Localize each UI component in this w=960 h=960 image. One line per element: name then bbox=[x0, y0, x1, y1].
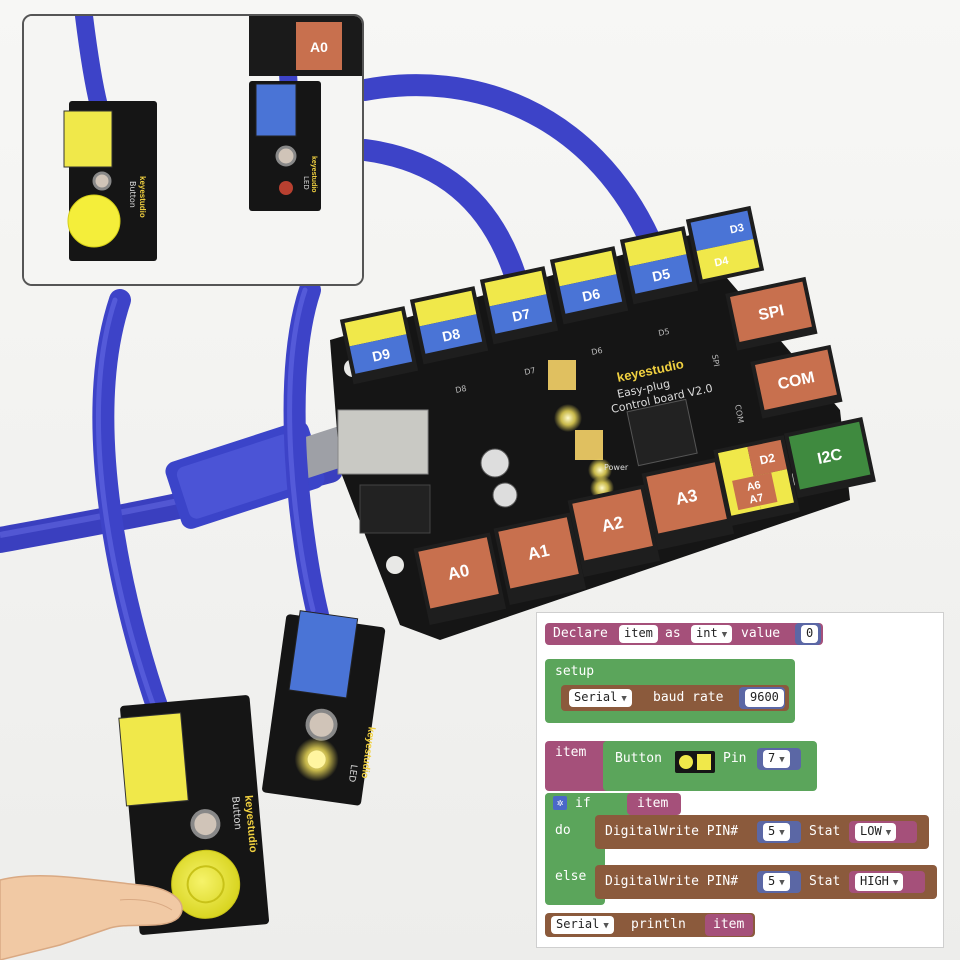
declare-value-keyword: value bbox=[741, 626, 781, 641]
inset-button-label: Button bbox=[128, 181, 137, 208]
button-module-brand: keyestudio bbox=[242, 795, 259, 854]
button-pin-dropdown[interactable]: 7▼ bbox=[763, 750, 790, 768]
port-d5-label: D5 bbox=[651, 265, 672, 284]
declare-block[interactable]: Declare item as int▼ value 0 bbox=[545, 623, 823, 645]
gear-icon[interactable]: ✲ bbox=[553, 796, 567, 810]
silk-d6: D6 bbox=[591, 346, 604, 357]
else-stat-keyword: Stat bbox=[809, 874, 841, 889]
println-serial-dropdown[interactable]: Serial▼ bbox=[551, 916, 614, 934]
led-module: keyestudio LED bbox=[262, 610, 386, 806]
inset-led-module: keyestudio LED bbox=[249, 81, 321, 211]
inset-button-module: keyestudio Button bbox=[63, 101, 157, 261]
do-stat-dropdown[interactable]: LOW▼ bbox=[855, 823, 897, 841]
declare-keyword: Declare bbox=[553, 626, 608, 641]
port-d3-label: D3 bbox=[729, 222, 745, 237]
silk-d8: D8 bbox=[455, 384, 468, 395]
if-condition-var: item bbox=[637, 796, 669, 811]
println-var: item bbox=[713, 917, 745, 932]
power-label: Power bbox=[604, 463, 629, 472]
declare-as-keyword: as bbox=[665, 626, 681, 641]
inset-button-brand: keyestudio bbox=[138, 176, 147, 218]
port-d7-label: D7 bbox=[511, 305, 532, 324]
port-d6-label: D6 bbox=[581, 285, 602, 304]
declare-type-dropdown[interactable]: int▼ bbox=[691, 625, 733, 643]
println-arg-block[interactable] bbox=[705, 914, 753, 936]
do-pin-dropdown[interactable]: 5▼ bbox=[763, 823, 790, 841]
port-a0-label: A0 bbox=[446, 561, 471, 584]
else-pin-dropdown[interactable]: 5▼ bbox=[763, 873, 790, 891]
serial-println-block[interactable]: Serial▼ println item bbox=[545, 913, 755, 937]
digitalwrite-keyword: DigitalWrite PIN# bbox=[605, 824, 739, 839]
if-condition-block[interactable] bbox=[627, 793, 681, 815]
digitalwrite-keyword-else: DigitalWrite PIN# bbox=[605, 874, 739, 889]
port-a1-label: A1 bbox=[526, 541, 551, 564]
button-module: keyestudio Button bbox=[118, 695, 270, 935]
port-a6-label: A6 bbox=[746, 479, 762, 494]
inset-port-a0-label: A0 bbox=[310, 39, 328, 55]
silk-d5: D5 bbox=[658, 327, 671, 338]
baud-rate-keyword: baud rate bbox=[653, 690, 724, 705]
port-d4-label: D4 bbox=[713, 255, 730, 270]
push-button-cap bbox=[171, 849, 241, 919]
declare-value-field[interactable]: 0 bbox=[801, 625, 819, 643]
port-a2-label: A2 bbox=[600, 513, 625, 536]
inset-led-brand: keyestudio bbox=[310, 156, 317, 193]
declare-var-field[interactable]: item bbox=[619, 625, 658, 643]
silk-spi: SPI bbox=[710, 354, 721, 368]
digitalwrite-high-block[interactable]: DigitalWrite PIN# 5▼ Stat HIGH▼ bbox=[595, 865, 937, 899]
assign-var-label: item bbox=[555, 745, 587, 760]
baud-rate-field[interactable]: 9600 bbox=[745, 689, 784, 707]
button-read-block[interactable]: Button Pin 7▼ bbox=[603, 741, 817, 791]
led-module-label: LED bbox=[346, 764, 358, 783]
port-d8-label: D8 bbox=[441, 325, 462, 344]
do-stat-keyword: Stat bbox=[809, 824, 841, 839]
setup-label: setup bbox=[555, 664, 595, 679]
inset-push-button-cap bbox=[67, 194, 121, 248]
button-module-label: Button bbox=[229, 796, 243, 830]
port-spi-label: SPI bbox=[757, 302, 786, 324]
port-a7-label: A7 bbox=[748, 492, 764, 507]
port-d9-label: D9 bbox=[371, 345, 392, 364]
analog-ports: A0 A1 A2 A3 D2 A6 A7 bbox=[413, 435, 800, 625]
inset-led-label: LED bbox=[302, 176, 310, 190]
pressing-finger bbox=[0, 874, 183, 960]
if-keyword: if bbox=[575, 796, 591, 811]
right-ports: SPI COM I2C bbox=[725, 276, 876, 499]
serial-dropdown[interactable]: Serial▼ bbox=[569, 689, 632, 707]
inset-photo: A0 keyestudio Button keyestudio LED bbox=[22, 14, 364, 286]
blockly-code-panel: Declare item as int▼ value 0 setup Seria… bbox=[536, 612, 944, 948]
silk-d7: D7 bbox=[524, 366, 537, 377]
port-i2c-label: I2C bbox=[816, 446, 844, 468]
button-keyword: Button bbox=[615, 751, 662, 766]
usb-b-socket bbox=[337, 409, 429, 475]
else-stat-dropdown[interactable]: HIGH▼ bbox=[855, 873, 904, 891]
digital-ports: D9 D8 D7 D6 D5 bbox=[339, 205, 765, 385]
setup-block[interactable]: setup Serial▼ baud rate 9600 bbox=[545, 659, 795, 723]
digitalwrite-low-block[interactable]: DigitalWrite PIN# 5▼ Stat LOW▼ bbox=[595, 815, 929, 849]
if-header: ✲ if item bbox=[545, 793, 681, 815]
pin-keyword: Pin bbox=[723, 751, 747, 766]
println-keyword: println bbox=[631, 917, 686, 932]
port-a3-label: A3 bbox=[674, 486, 699, 509]
else-keyword: else bbox=[555, 869, 587, 884]
do-keyword: do bbox=[555, 823, 571, 838]
microcontroller-chip bbox=[626, 398, 698, 467]
connector-cables bbox=[92, 74, 661, 726]
silk-com: COM bbox=[733, 404, 745, 424]
port-d2-label: D2 bbox=[758, 451, 776, 468]
serial-baud-block[interactable]: Serial▼ baud rate 9600 bbox=[561, 685, 789, 711]
button-module-icon bbox=[675, 751, 715, 773]
